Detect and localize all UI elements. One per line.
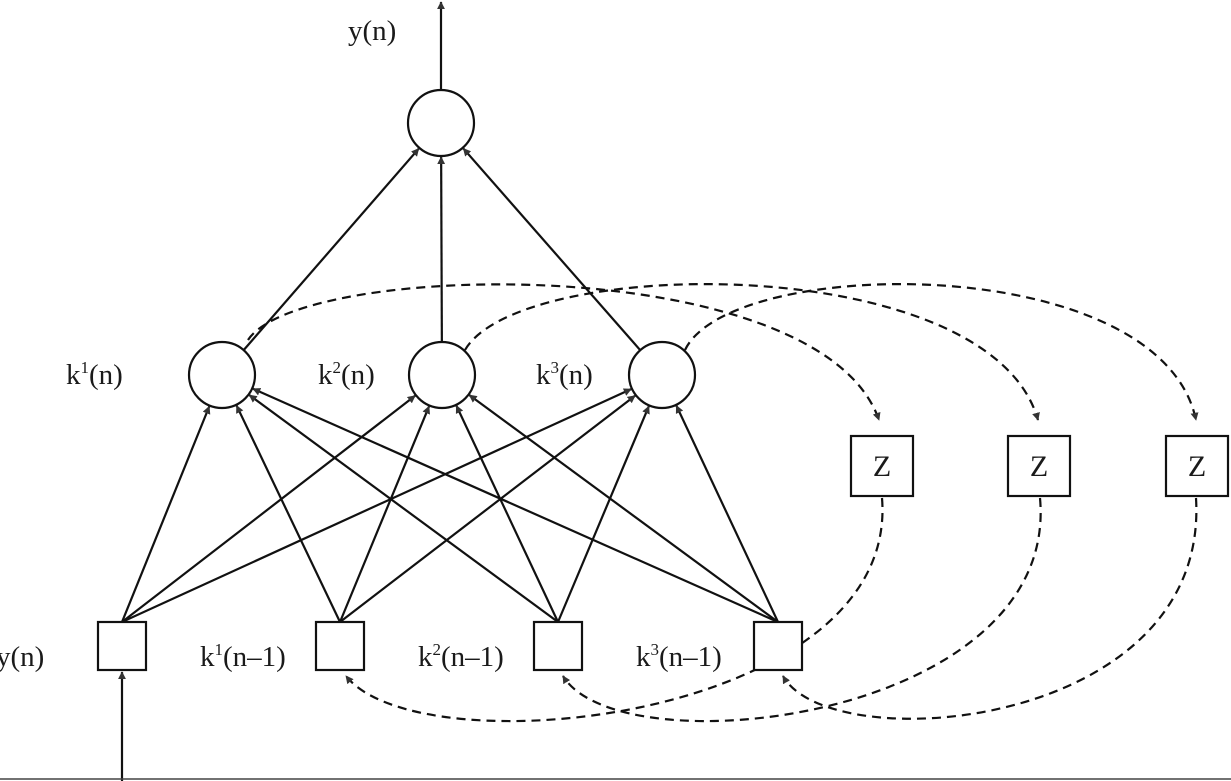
input-label: y(n) <box>0 641 45 673</box>
context-label-3: k3(n–1) <box>636 640 722 673</box>
edge-in3-h1 <box>468 394 779 623</box>
context-unit-2 <box>532 620 584 672</box>
edge-in0-h2 <box>121 388 632 624</box>
feedback-h3-to-z <box>684 283 1199 421</box>
edge-in2-h2 <box>556 405 650 623</box>
context-label-2: k2(n–1) <box>418 640 504 673</box>
hidden-label-2: k2(n) <box>318 358 375 391</box>
delay-label-2: Z <box>1029 450 1049 483</box>
hidden-neuron-3 <box>627 340 697 410</box>
edge-in3-h0 <box>252 387 779 624</box>
edge-h2-out <box>462 147 642 351</box>
delay-box-1 <box>849 434 915 498</box>
edge-in2-h1 <box>455 405 559 623</box>
edge-h1-out <box>437 156 446 343</box>
input-unit <box>96 620 148 672</box>
edge-in3-h2 <box>675 405 779 623</box>
delay-1-to-context <box>345 497 884 723</box>
edge-h0-out <box>242 147 420 351</box>
hidden-label-1: k1(n) <box>66 358 123 391</box>
recurrent-connections <box>247 283 1199 723</box>
nodes <box>96 88 1230 672</box>
delay-box-3 <box>1164 434 1230 498</box>
edge-in1-h1 <box>338 405 431 623</box>
delay-box-2 <box>1006 434 1072 498</box>
edge-in1-h2 <box>339 394 636 623</box>
output-neuron <box>406 88 476 158</box>
hidden-neuron-1 <box>187 340 257 410</box>
edge-in1-h0 <box>235 404 341 623</box>
output-label: y(n) <box>348 15 397 47</box>
feedback-h1-to-z <box>247 283 881 421</box>
delay-3-to-context <box>782 497 1198 720</box>
edge-in0-h1 <box>121 394 416 623</box>
delay-label-3: Z <box>1187 450 1207 483</box>
edge-in2-h0 <box>248 394 559 623</box>
hidden-label-3: k3(n) <box>536 358 593 391</box>
delay-2-to-context <box>562 497 1042 723</box>
edge-in0-h0 <box>120 405 211 623</box>
context-label-1: k1(n–1) <box>200 640 286 673</box>
context-unit-3 <box>752 620 804 672</box>
context-unit-1 <box>314 620 366 672</box>
delay-label-1: Z <box>872 450 892 483</box>
hidden-neuron-2 <box>407 340 477 410</box>
feedback-h2-to-z <box>464 283 1040 421</box>
